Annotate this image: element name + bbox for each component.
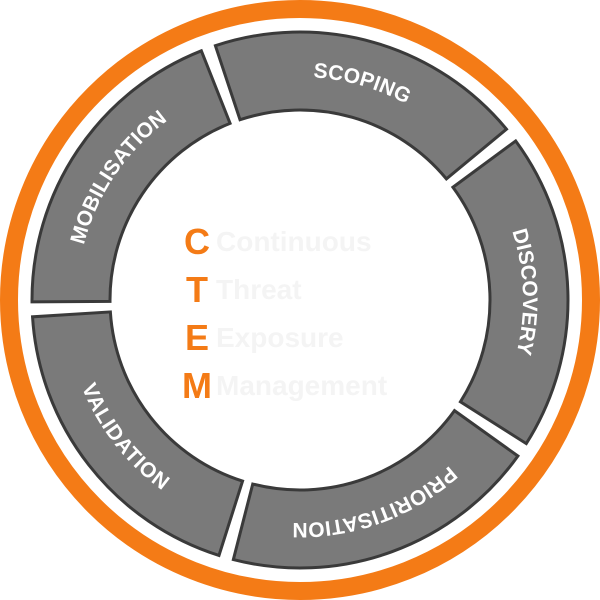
title-word: Management: [216, 370, 388, 401]
stage-segment-validation: [30, 310, 245, 558]
title-word: Continuous: [216, 226, 372, 257]
stage-segment-scoping: [213, 30, 509, 182]
title-word: Threat: [216, 274, 302, 305]
title-letter: E: [184, 317, 209, 358]
title-word: Exposure: [216, 322, 344, 353]
stage-segment-discovery: [450, 138, 570, 446]
title-letter: T: [186, 269, 208, 310]
stage-segment-mobilisation: [30, 48, 233, 304]
title-letter: C: [184, 221, 210, 262]
stage-segment-prioritisation: [231, 408, 521, 570]
title-letter: M: [182, 365, 212, 406]
